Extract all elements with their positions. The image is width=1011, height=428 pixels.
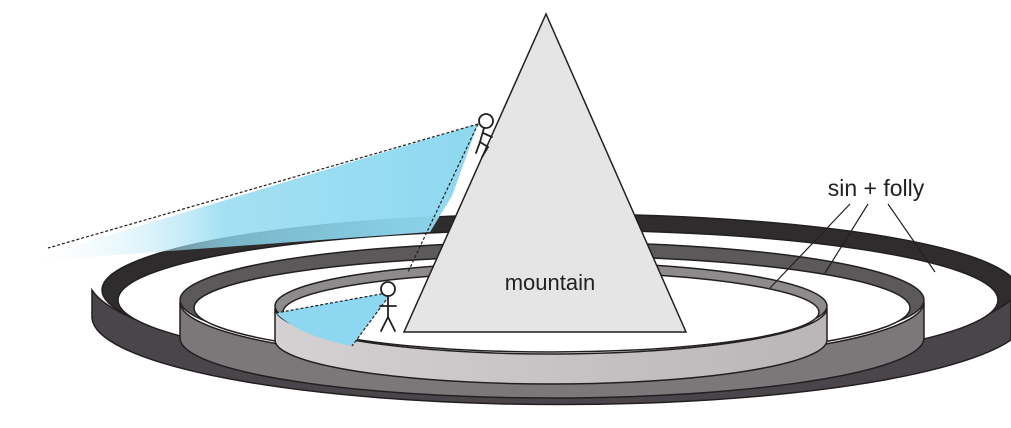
upper-sight-cone bbox=[20, 124, 478, 262]
standing-figure-icon bbox=[379, 281, 397, 332]
climber-figure-icon bbox=[475, 113, 494, 158]
lower-sight-cone bbox=[276, 292, 392, 346]
mountain bbox=[402, 12, 688, 333]
sin-folly-label: sin + folly bbox=[828, 175, 925, 201]
mountain-label: mountain bbox=[505, 270, 596, 295]
upper-sight-line-top bbox=[47, 123, 479, 249]
lower-sight-line-bottom bbox=[351, 291, 393, 347]
sin-folly-pointers bbox=[769, 203, 936, 289]
upper-sight-line-bottom bbox=[407, 123, 479, 273]
inner-ring-wall bbox=[274, 307, 828, 385]
